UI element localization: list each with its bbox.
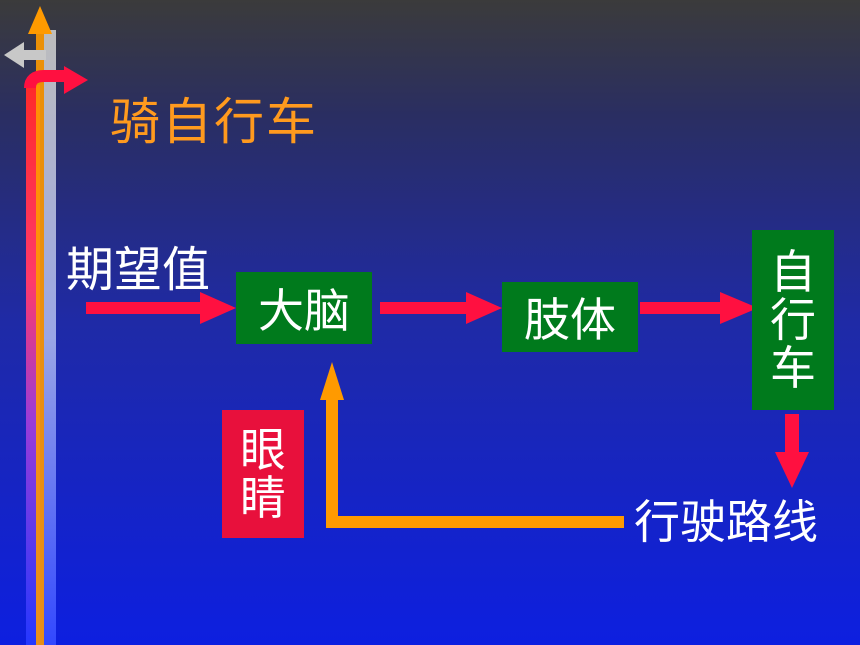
limbs-box: 肢体 bbox=[502, 282, 638, 352]
decor-bar-orange bbox=[36, 34, 44, 645]
decor-left-arrow-icon bbox=[4, 42, 24, 68]
eyes-box: 眼睛 bbox=[222, 410, 304, 538]
decor-bar-grey bbox=[44, 30, 56, 645]
limbs-to-bicycle-arrow bbox=[640, 302, 724, 314]
brain-box-label: 大脑 bbox=[258, 284, 350, 338]
decor-right-arrow-icon bbox=[64, 66, 88, 94]
brain-to-limbs-arrow bbox=[380, 302, 472, 314]
input-arrow-head-icon bbox=[200, 292, 236, 324]
output-label: 行驶路线 bbox=[634, 495, 818, 549]
bicycle-box-label: 自行车 bbox=[770, 244, 816, 396]
bicycle-to-route-arrow bbox=[785, 414, 799, 456]
vertical-char: 自 bbox=[770, 244, 816, 299]
limbs-box-label: 肢体 bbox=[524, 293, 616, 347]
input-label: 期望值 bbox=[66, 242, 211, 298]
input-arrow bbox=[86, 302, 204, 314]
bicycle-box: 自行车 bbox=[752, 230, 834, 410]
decor-up-arrow-icon bbox=[28, 6, 52, 34]
bicycle-to-route-arrow-head-icon bbox=[775, 452, 809, 488]
feedback-arrow-head-icon bbox=[320, 362, 344, 400]
feedback-arrow-vertical bbox=[326, 398, 338, 528]
vertical-char: 睛 bbox=[240, 471, 286, 525]
limbs-to-bicycle-arrow-head-icon bbox=[720, 292, 758, 324]
page-title: 骑自行车 bbox=[110, 93, 318, 151]
vertical-char: 车 bbox=[770, 341, 816, 396]
brain-box: 大脑 bbox=[236, 272, 372, 344]
eyes-box-label: 眼睛 bbox=[240, 422, 286, 525]
vertical-char: 行 bbox=[770, 292, 816, 347]
brain-to-limbs-arrow-head-icon bbox=[466, 292, 502, 324]
vertical-char: 眼 bbox=[240, 422, 286, 477]
feedback-arrow-horizontal bbox=[328, 516, 624, 528]
